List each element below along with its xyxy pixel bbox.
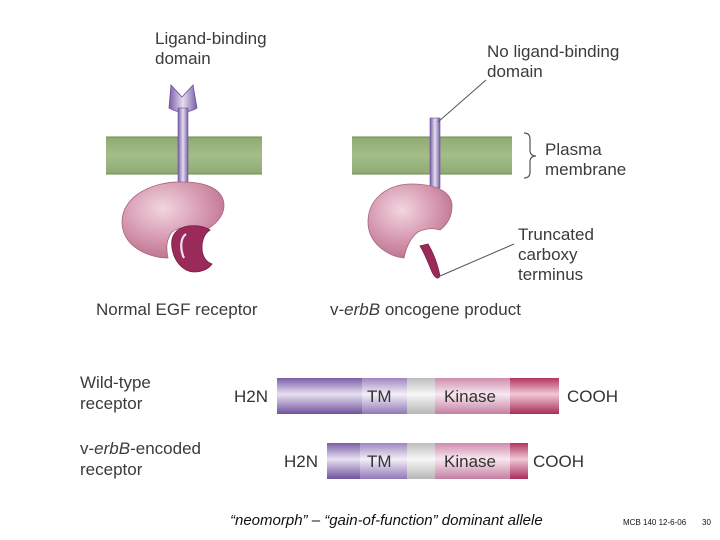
course-footer: MCB 140 12-6-06 xyxy=(623,518,687,527)
verbb-kinase-segment xyxy=(435,443,510,479)
normal-receptor-body xyxy=(121,181,225,259)
wt-tm-segment xyxy=(362,378,407,414)
verbb-cterm-segment xyxy=(510,443,528,479)
slide-caption: “neomorph” – “gain-of-function” dominant… xyxy=(230,512,543,529)
no-ligand-binding-label-line2: domain xyxy=(487,62,543,81)
no-ligand-binding-label-line1: No ligand-binding xyxy=(487,42,620,61)
wt-tm-label: TM xyxy=(367,387,392,406)
verbb-linker-segment xyxy=(407,443,435,479)
normal-kinase-tail xyxy=(171,225,213,273)
plasma-membrane-label-line1: Plasma xyxy=(545,140,602,159)
plasma-membrane-label-line2: membrane xyxy=(545,160,627,179)
leader-truncated xyxy=(439,243,515,277)
verbb-encoded-label-line1: v-erbB-encoded xyxy=(80,439,201,458)
truncated-carboxy-terminus xyxy=(419,243,441,279)
mutant-transmembrane-stalk xyxy=(429,117,441,189)
wild-type-label-line1: Wild-type xyxy=(80,373,151,392)
verbb-tm-segment xyxy=(360,443,407,479)
normal-egf-receptor-caption: Normal EGF receptor xyxy=(96,300,258,319)
wild-type-bar xyxy=(277,378,559,414)
truncated-label-line2: carboxy xyxy=(518,245,578,264)
verbb-n-terminus-label: H2N xyxy=(284,452,319,471)
leader-no-ligand xyxy=(437,79,487,123)
verbb-bar xyxy=(327,443,528,479)
membrane-bracket xyxy=(523,132,537,179)
truncated-label-line3: terminus xyxy=(518,265,584,284)
truncated-label-line1: Truncated xyxy=(518,225,594,244)
verbb-encoded-label-line2: receptor xyxy=(80,460,143,479)
ligand-binding-label-line2: domain xyxy=(155,49,211,68)
verbb-oncogene-caption: v-erbB oncogene product xyxy=(330,300,521,319)
verbb-tm-label: TM xyxy=(367,452,392,471)
mutant-receptor-body xyxy=(367,183,453,259)
wt-kinase-segment xyxy=(435,378,510,414)
verbb-c-terminus-label: COOH xyxy=(533,452,584,471)
wt-n-terminus-label: H2N xyxy=(234,387,269,406)
verbb-extracellular-segment xyxy=(327,443,360,479)
ligand-binding-label-line1: Ligand-binding xyxy=(155,29,267,48)
wt-extracellular-segment xyxy=(277,378,362,414)
wild-type-label-line2: receptor xyxy=(80,394,143,413)
wt-kinase-label: Kinase xyxy=(444,387,496,406)
verbb-kinase-label: Kinase xyxy=(444,452,496,471)
normal-kinase-tail-highlight xyxy=(180,233,187,259)
normal-transmembrane-stalk xyxy=(177,107,189,187)
wt-c-terminus-label: COOH xyxy=(567,387,618,406)
page-number: 30 xyxy=(702,518,711,527)
wt-linker-segment xyxy=(407,378,435,414)
wt-cterm-segment xyxy=(510,378,559,414)
